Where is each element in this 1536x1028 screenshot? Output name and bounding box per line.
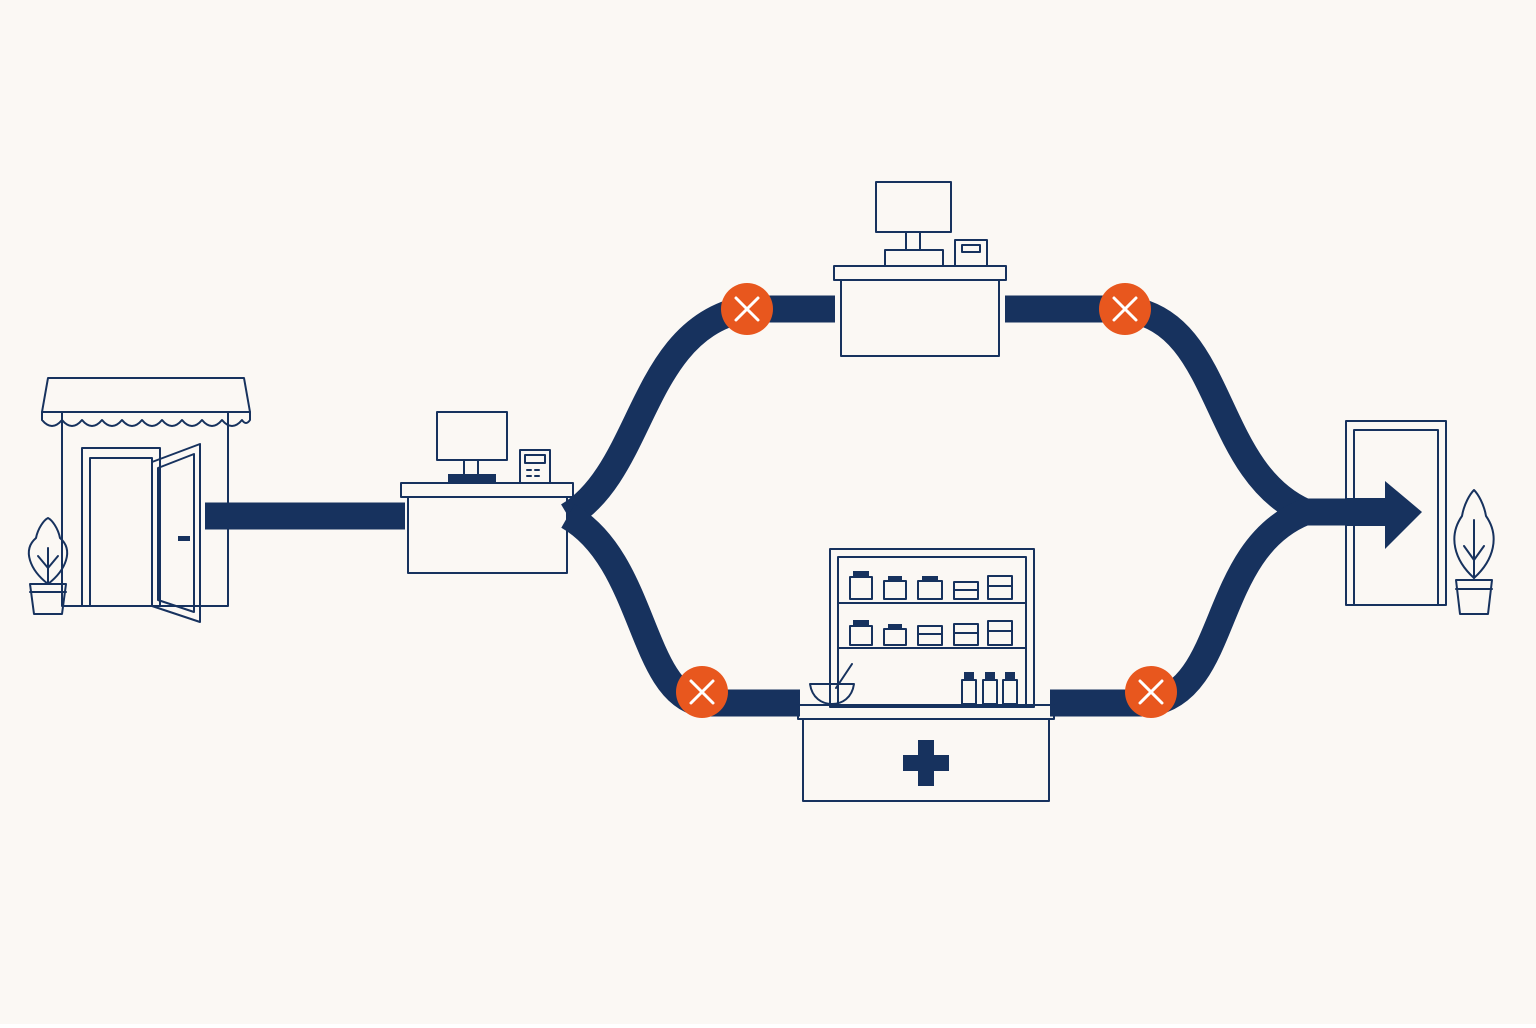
blocked-x-icon xyxy=(721,283,773,335)
blocked-points xyxy=(676,283,1177,718)
arrow-shaft xyxy=(1346,498,1390,526)
potted-plant-icon xyxy=(1453,489,1495,615)
cashier-counter-icon xyxy=(833,181,1007,357)
pharmacy-counter-icon xyxy=(797,548,1055,802)
arrow-right-icon xyxy=(1385,481,1422,549)
medical-cross-icon xyxy=(903,740,949,786)
checkout-counter-icon xyxy=(400,411,574,574)
blocked-x-icon xyxy=(676,666,728,718)
storefront-entrance-icon xyxy=(41,377,251,623)
path-upper-branch-start xyxy=(560,295,835,528)
potted-plant-icon xyxy=(27,517,69,615)
blocked-x-icon xyxy=(1099,283,1151,335)
blocked-x-icon xyxy=(1125,666,1177,718)
